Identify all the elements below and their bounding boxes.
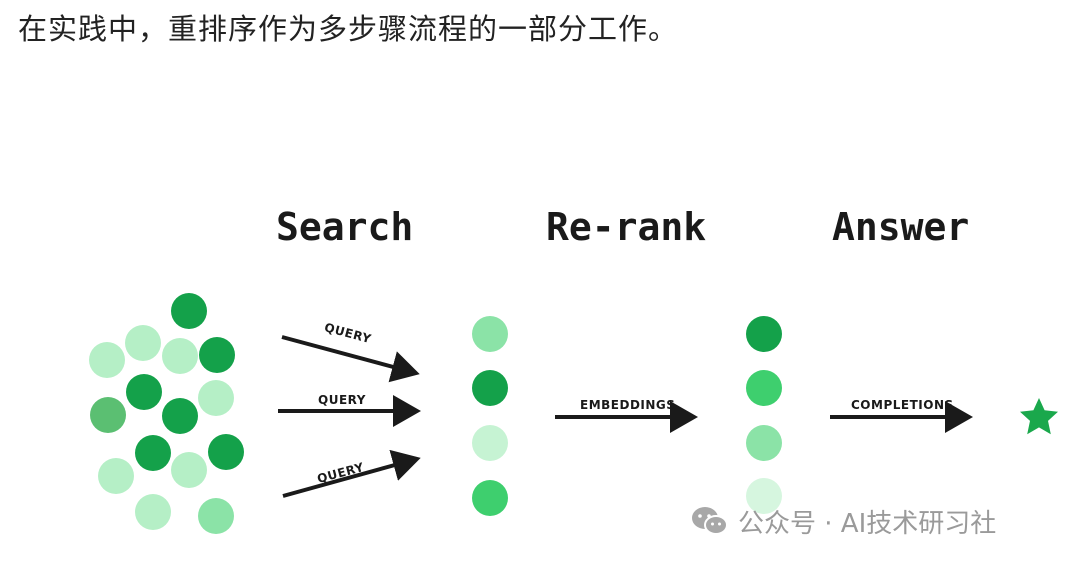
document-circle: [198, 498, 234, 534]
result-circle: [472, 370, 508, 406]
query-label-middle: QUERY: [318, 393, 366, 407]
caption-text: 在实践中，重排序作为多步骤流程的一部分工作。: [18, 12, 679, 46]
watermark: 公众号 · AI技术研习社: [690, 503, 996, 539]
document-circle: [135, 494, 171, 530]
result-circle: [472, 480, 508, 516]
reranked-circle: [746, 316, 782, 352]
stage-title-rerank: Re-rank: [546, 205, 707, 249]
reranked-circle: [746, 370, 782, 406]
reranked-results: [746, 316, 782, 514]
document-circle: [208, 434, 244, 470]
document-cluster: [89, 293, 244, 534]
reranked-circle: [746, 478, 782, 514]
document-circle: [89, 342, 125, 378]
watermark-text: 公众号 · AI技术研习社: [738, 508, 997, 539]
document-circle: [199, 337, 235, 373]
document-circle: [135, 435, 171, 471]
stage-title-answer: Answer: [832, 205, 970, 249]
document-circle: [90, 397, 126, 433]
document-circle: [125, 325, 161, 361]
document-circle: [162, 398, 198, 434]
wechat-icon: [692, 507, 728, 535]
document-circle: [171, 293, 207, 329]
stage-title-search: Search: [276, 205, 414, 249]
star-icon: [1020, 398, 1058, 435]
document-circle: [98, 458, 134, 494]
query-label-top: QUERY: [323, 320, 373, 346]
document-circle: [162, 338, 198, 374]
query-arrow-bottom: [282, 449, 421, 498]
query-arrows: QUERY QUERY QUERY: [278, 320, 421, 498]
result-circle: [472, 316, 508, 352]
reranked-circle: [746, 425, 782, 461]
document-circle: [171, 452, 207, 488]
embeddings-label: EMBEDDINGS: [580, 398, 675, 412]
query-arrow-top: [281, 335, 420, 383]
completions-label: COMPLETIONS: [851, 398, 954, 412]
retrieved-results: [472, 316, 508, 516]
document-circle: [198, 380, 234, 416]
document-circle: [126, 374, 162, 410]
result-circle: [472, 425, 508, 461]
